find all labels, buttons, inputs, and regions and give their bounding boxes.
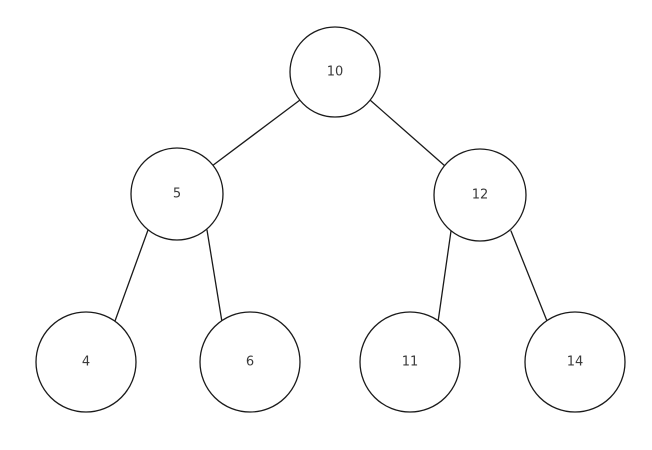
node-label: 6 bbox=[246, 355, 254, 370]
node-label: 12 bbox=[472, 188, 489, 203]
node-group: 10 5 12 4 6 11 bbox=[35, 26, 626, 413]
edge-left-to-leaf-first bbox=[114, 229, 149, 322]
node-label: 5 bbox=[173, 187, 181, 202]
tree-node-right-child[interactable]: 12 bbox=[433, 148, 527, 242]
tree-node-leaf-fourth[interactable]: 14 bbox=[524, 311, 626, 413]
node-circle bbox=[359, 311, 461, 413]
edge-group bbox=[114, 99, 548, 323]
tree-node-leaf-first[interactable]: 4 bbox=[35, 311, 137, 413]
node-circle bbox=[289, 26, 381, 118]
node-circle bbox=[130, 147, 224, 241]
node-label: 4 bbox=[82, 355, 90, 370]
node-label: 10 bbox=[327, 65, 344, 80]
node-circle bbox=[433, 148, 527, 242]
tree-node-leaf-second[interactable]: 6 bbox=[199, 311, 301, 413]
node-circle bbox=[35, 311, 137, 413]
node-circle bbox=[524, 311, 626, 413]
tree-node-leaf-third[interactable]: 11 bbox=[359, 311, 461, 413]
tree-node-root[interactable]: 10 bbox=[289, 26, 381, 118]
node-circle bbox=[199, 311, 301, 413]
edge-root-to-left bbox=[211, 99, 301, 167]
node-label: 11 bbox=[402, 355, 419, 370]
edge-left-to-leaf-second bbox=[206, 229, 223, 323]
node-label: 14 bbox=[567, 355, 584, 370]
edge-right-to-leaf-third bbox=[437, 230, 452, 323]
tree-node-left-child[interactable]: 5 bbox=[130, 147, 224, 241]
edge-root-to-right bbox=[369, 99, 446, 167]
edge-right-to-leaf-fourth bbox=[510, 230, 548, 322]
